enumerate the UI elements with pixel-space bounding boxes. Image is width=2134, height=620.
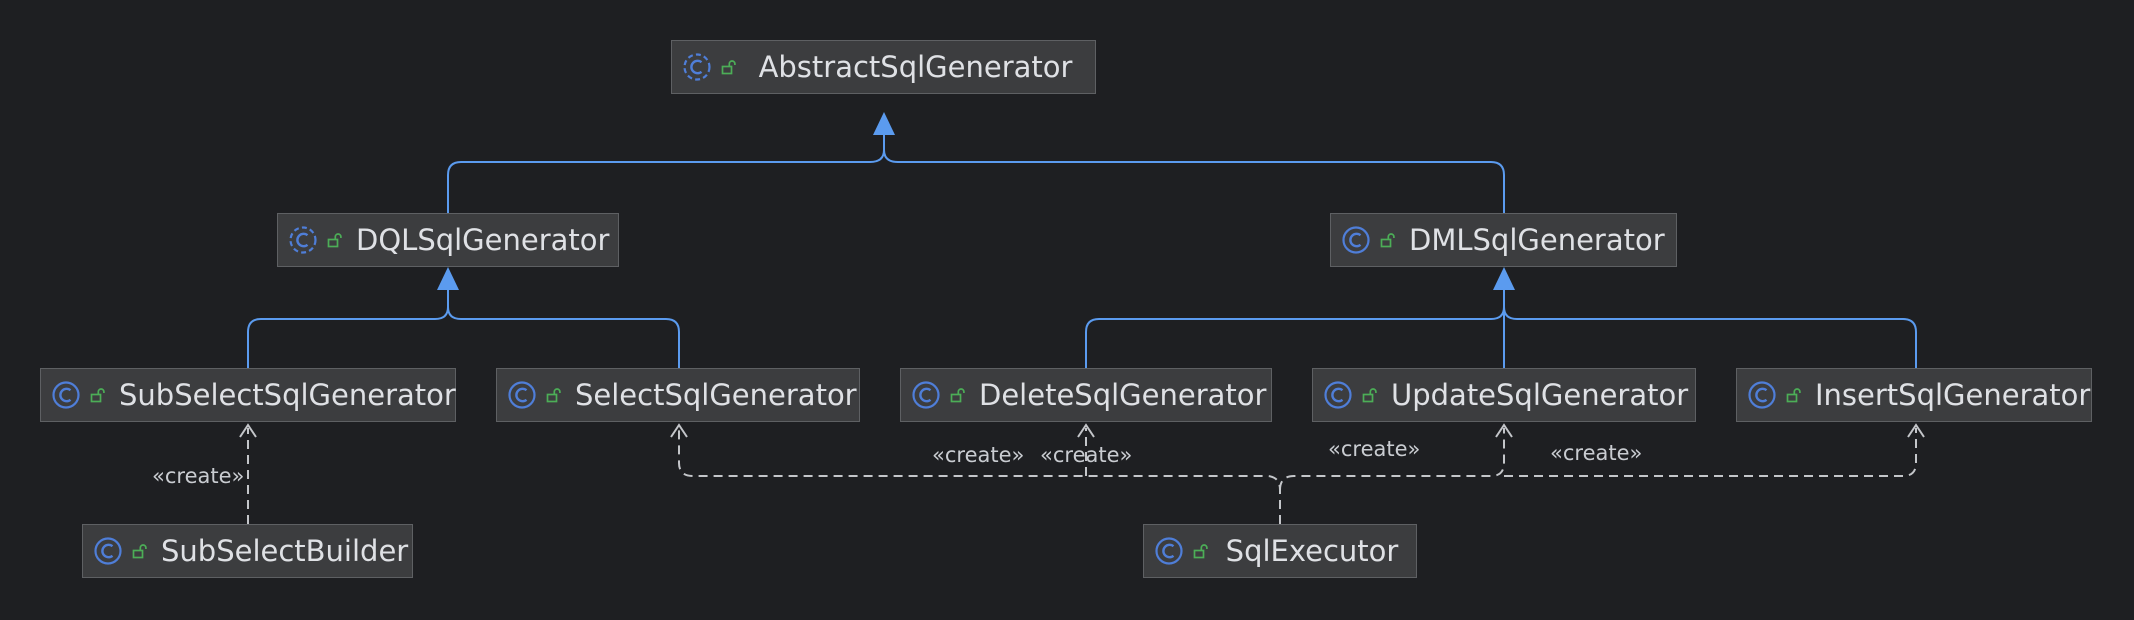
class-node-deletesqlgenerator[interactable]: DeleteSqlGenerator — [900, 368, 1272, 422]
public-lock-icon — [327, 232, 342, 248]
public-lock-icon — [132, 543, 147, 559]
class-icon — [1154, 536, 1184, 566]
create-label-delete: «create» — [1040, 443, 1133, 467]
class-name: SubSelectSqlGenerator — [119, 378, 456, 412]
public-lock-icon — [1380, 232, 1395, 248]
inheritance-arrowhead-abstract — [873, 112, 895, 135]
class-node-dmlsqlgenerator[interactable]: DMLSqlGenerator — [1330, 213, 1677, 267]
dependency-arrowhead-subselect — [239, 423, 257, 438]
dependency-arrowhead-update — [1495, 423, 1513, 438]
class-node-insertsqlgenerator[interactable]: InsertSqlGenerator — [1736, 368, 2092, 422]
class-node-abstractsqlgenerator[interactable]: AbstractSqlGenerator — [671, 40, 1096, 94]
create-label-insert: «create» — [1550, 441, 1643, 465]
public-lock-icon — [90, 387, 105, 403]
class-node-updatesqlgenerator[interactable]: UpdateSqlGenerator — [1312, 368, 1696, 422]
public-lock-icon — [546, 387, 561, 403]
public-lock-icon — [1193, 543, 1208, 559]
dependency-line-insert — [1504, 428, 1917, 477]
create-label-update: «create» — [1328, 437, 1421, 461]
class-name: SelectSqlGenerator — [575, 378, 857, 412]
abstract-class-icon — [682, 52, 712, 82]
class-name: SqlExecutor — [1225, 534, 1399, 568]
class-icon — [1341, 225, 1371, 255]
public-lock-icon — [1362, 387, 1377, 403]
class-icon — [507, 380, 537, 410]
class-name: UpdateSqlGenerator — [1391, 378, 1689, 412]
class-name: InsertSqlGenerator — [1815, 378, 2091, 412]
class-name: DQLSqlGenerator — [356, 223, 610, 257]
class-name: AbstractSqlGenerator — [758, 50, 1073, 84]
inheritance-line-to-abstract — [447, 125, 1505, 213]
class-icon — [93, 536, 123, 566]
class-node-subselectsqlgenerator[interactable]: SubSelectSqlGenerator — [40, 368, 456, 422]
inheritance-arrowhead-dql — [437, 267, 459, 290]
class-icon — [51, 380, 81, 410]
dependency-line-select — [678, 428, 1281, 524]
public-lock-icon — [1786, 387, 1801, 403]
dependency-arrowhead-insert — [1907, 423, 1925, 438]
class-icon — [911, 380, 941, 410]
class-node-sqlexecutor[interactable]: SqlExecutor — [1143, 524, 1417, 578]
class-name: SubSelectBuilder — [161, 534, 409, 568]
class-node-subselectbuilder[interactable]: SubSelectBuilder — [82, 524, 413, 578]
public-lock-icon — [721, 59, 736, 75]
abstract-class-icon — [288, 225, 318, 255]
inheritance-arrowhead-dml — [1493, 267, 1515, 290]
create-label-subselectbuilder: «create» — [152, 464, 245, 488]
class-name: DeleteSqlGenerator — [979, 378, 1267, 412]
public-lock-icon — [950, 387, 965, 403]
dependency-arrowhead-select — [670, 423, 688, 438]
inheritance-line-to-dql — [247, 280, 680, 368]
inheritance-line-to-dml — [1085, 280, 1917, 368]
class-icon — [1747, 380, 1777, 410]
dependency-line-update — [1279, 428, 1505, 491]
create-label-select: «create» — [932, 443, 1025, 467]
class-name: DMLSqlGenerator — [1409, 223, 1665, 257]
class-node-selectsqlgenerator[interactable]: SelectSqlGenerator — [496, 368, 860, 422]
dependency-arrowhead-delete — [1077, 423, 1095, 438]
class-icon — [1323, 380, 1353, 410]
class-node-dqlsqlgenerator[interactable]: DQLSqlGenerator — [277, 213, 619, 267]
